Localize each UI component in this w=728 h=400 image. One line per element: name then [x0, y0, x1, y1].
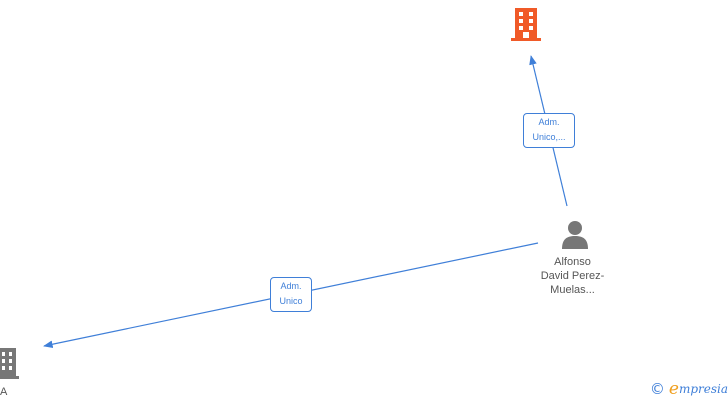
edge-label-adm-unico-top[interactable]: Adm. Unico,... [523, 113, 575, 148]
empresia-logo: © e mpresia [649, 379, 728, 399]
edge-label-adm-unico-bottom[interactable]: Adm. Unico [270, 277, 312, 312]
building-icon[interactable] [510, 6, 542, 42]
brand-name: mpresia [678, 382, 728, 396]
edge-label-line: Unico [279, 296, 303, 306]
person-label-line: Muelas... [550, 284, 595, 296]
person-label-line: David Perez- [540, 270, 605, 282]
edge-label-line: Adm. [538, 117, 560, 127]
building-icon[interactable] [0, 346, 20, 380]
person-label[interactable]: Alfonso David Perez- Muelas... [520, 255, 625, 297]
edge-label-line: Adm. [280, 281, 302, 291]
edge-label-line: Unico,... [532, 132, 566, 142]
copyright-symbol: © [649, 380, 665, 398]
brand-first-letter: e [668, 379, 679, 399]
person-icon[interactable] [560, 220, 590, 250]
person-label-line: Alfonso [554, 256, 591, 268]
company-label[interactable]: A [0, 386, 8, 398]
